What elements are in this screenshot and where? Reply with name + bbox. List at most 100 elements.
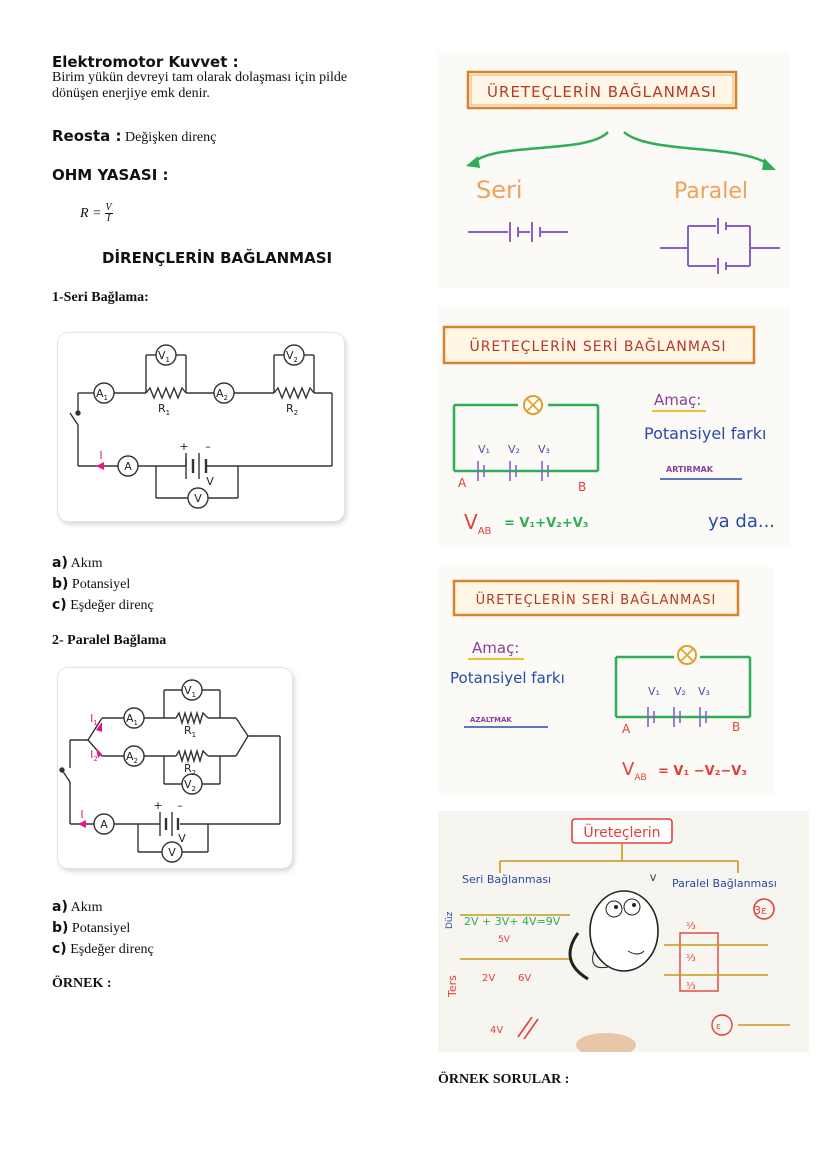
parallel-circuit-diagram: A1 A2 V1 V2 R1 R2 A V V + – I I1 I2	[59, 679, 281, 863]
paralel-label: Paralel	[674, 179, 748, 204]
battery-v-label: V	[206, 475, 214, 488]
seri-label: Seri	[476, 176, 523, 204]
seri-list: a) Akım b) Potansiyel c) Eşdeğer direnç	[52, 553, 154, 616]
plus-sign: +	[153, 799, 162, 812]
a1-label: A1	[96, 387, 108, 402]
ters-value-b: 6V	[518, 973, 531, 984]
minus-sign: –	[205, 440, 211, 453]
formula-den: I	[106, 213, 111, 224]
v1-label: V₁	[478, 443, 490, 456]
batteries	[647, 707, 707, 727]
voltmeter-v1	[181, 679, 203, 701]
list-item: c) Eşdeğer direnç	[52, 597, 154, 613]
third-b: ⅓	[686, 953, 696, 964]
v1-label: V1	[184, 684, 196, 699]
banner-text: ÜRETEÇLERİN SERİ BAĞLANMASI	[476, 591, 717, 608]
vab-formula: = V₁+V₂+V₃	[504, 516, 588, 531]
direnc-title: DİRENÇLERİN BAĞLANMASI	[102, 249, 333, 267]
voltmeter-v2	[181, 773, 203, 795]
emk-definition: Birim yükün devreyi tam olarak dolaşması…	[52, 70, 348, 101]
third-a: ⅓	[686, 921, 696, 932]
title-text: Üreteçlerin	[583, 823, 660, 841]
a2-label: A2	[216, 387, 228, 402]
voltmeter-v2	[283, 344, 305, 366]
face-sketch	[568, 890, 659, 981]
board-ureteclerin-ozet: Üreteçlerin Seri Bağlanması Paralel Bağl…	[438, 811, 809, 1052]
v-label: V	[194, 492, 202, 505]
circuit-sketch	[452, 403, 600, 473]
duz-label: Düz	[445, 911, 455, 929]
list-item: b) Potansiyel	[52, 920, 131, 936]
a1-label: A1	[126, 712, 138, 727]
amac-label: Amaç:	[654, 391, 701, 409]
board-seri-azaltmak: ÜRETEÇLERİN SERİ BAĞLANMASI Amaç: Potans…	[438, 567, 774, 795]
r2-label: R2	[286, 402, 298, 417]
voltmeter-v	[161, 841, 183, 863]
minus-sign: –	[177, 799, 183, 812]
paralel-list: a) Akım b) Potansiyel c) Eşdeğer direnç	[52, 897, 154, 960]
duz-sum-text: 2V + 3V+ 4V=9V	[464, 915, 561, 928]
ohm-title: OHM YASASI :	[52, 166, 169, 184]
ammeter-a2	[213, 382, 235, 404]
voltmeter-v1	[155, 344, 177, 366]
v3-label: V₃	[538, 443, 550, 456]
battery-v-label: V	[178, 832, 186, 845]
list-item: c) Eşdeğer direnç	[52, 941, 154, 957]
point-a: A	[458, 476, 467, 490]
reosta-text: Değişken direnç	[124, 130, 217, 145]
batteries	[477, 461, 549, 481]
v1-label: V1	[158, 349, 170, 364]
goal-text: Potansiyel farkı	[644, 424, 766, 443]
ammeter-a	[117, 455, 139, 477]
duz-result: 5V	[498, 935, 511, 945]
a2-label: A2	[126, 750, 138, 765]
paralel-heading: Paralel Bağlanması	[672, 877, 777, 890]
formula-num: V	[104, 202, 113, 214]
parallel-battery-sketch	[660, 218, 780, 274]
vab-label: VAB	[622, 759, 647, 783]
seri-heading: Seri Bağlanması	[462, 873, 551, 886]
current-i-label: I	[99, 449, 102, 462]
reosta-line: Reosta : Değişken direnç	[52, 127, 216, 146]
reosta-label: Reosta :	[52, 127, 122, 145]
v2-label: V₂	[674, 685, 686, 698]
seri-title: 1-Seri Bağlama:	[52, 290, 149, 305]
v1-label: V₁	[648, 685, 660, 698]
voltmeter-v	[187, 487, 209, 509]
eps-mark: ε	[716, 1022, 721, 1032]
point-b: B	[732, 720, 740, 734]
third-c: ⅓	[686, 981, 696, 992]
list-item: a) Akım	[52, 899, 103, 915]
series-circuit-diagram: A1 A2 V1 V2 R1 R2 A V V + – I	[69, 344, 333, 509]
list-item: b) Potansiyel	[52, 576, 131, 592]
vab-formula: = V₁ −V₂−V₃	[658, 764, 747, 779]
action-text: ARTIRMAK	[666, 465, 714, 474]
current-i1-label: I1	[90, 712, 98, 727]
board-seri-artirmak: ÜRETEÇLERİN SERİ BAĞLANMASI V₁ V₂ V₃ A B…	[438, 307, 790, 547]
ohm-formula: R = V I	[80, 203, 113, 224]
parallel-circuit-card: A1 A2 V1 V2 R1 R2 A V V + – I I1 I2	[58, 668, 292, 868]
ters-label: Ters	[446, 975, 459, 998]
current-i2-label: I2	[90, 748, 98, 763]
emk-title: Elektromotor Kuvvet :	[52, 53, 239, 71]
v-mark-1: V	[650, 874, 657, 884]
ters-value-a: 2V	[482, 973, 495, 984]
series-circuit-card: A1 A2 V1 V2 R1 R2 A V V + – I	[58, 333, 344, 521]
paralel-title: 2- Paralel Bağlama	[52, 633, 167, 648]
board-uretec-baglanmasi: ÜRETEÇLERİN BAĞLANMASI Seri Paralel	[438, 52, 790, 288]
r1-label: R1	[158, 402, 170, 417]
plus-sign: +	[179, 440, 188, 453]
r2-label: R2	[184, 762, 196, 777]
banner-text: ÜRETEÇLERİN SERİ BAĞLANMASI	[469, 337, 726, 355]
vab-label: VAB	[464, 510, 492, 537]
ammeter-a2	[123, 745, 145, 767]
list-item: a) Akım	[52, 555, 103, 571]
circuit-sketch	[614, 655, 752, 719]
a-label: A	[100, 818, 108, 831]
ornek-title: ÖRNEK :	[52, 976, 112, 991]
v3-label: V₃	[698, 685, 710, 698]
a-label: A	[124, 460, 132, 473]
ornek-sorular-title: ÖRNEK SORULAR :	[438, 1072, 570, 1087]
goal-text: Potansiyel farkı	[450, 669, 565, 687]
ters-result: 4V	[490, 1025, 503, 1036]
